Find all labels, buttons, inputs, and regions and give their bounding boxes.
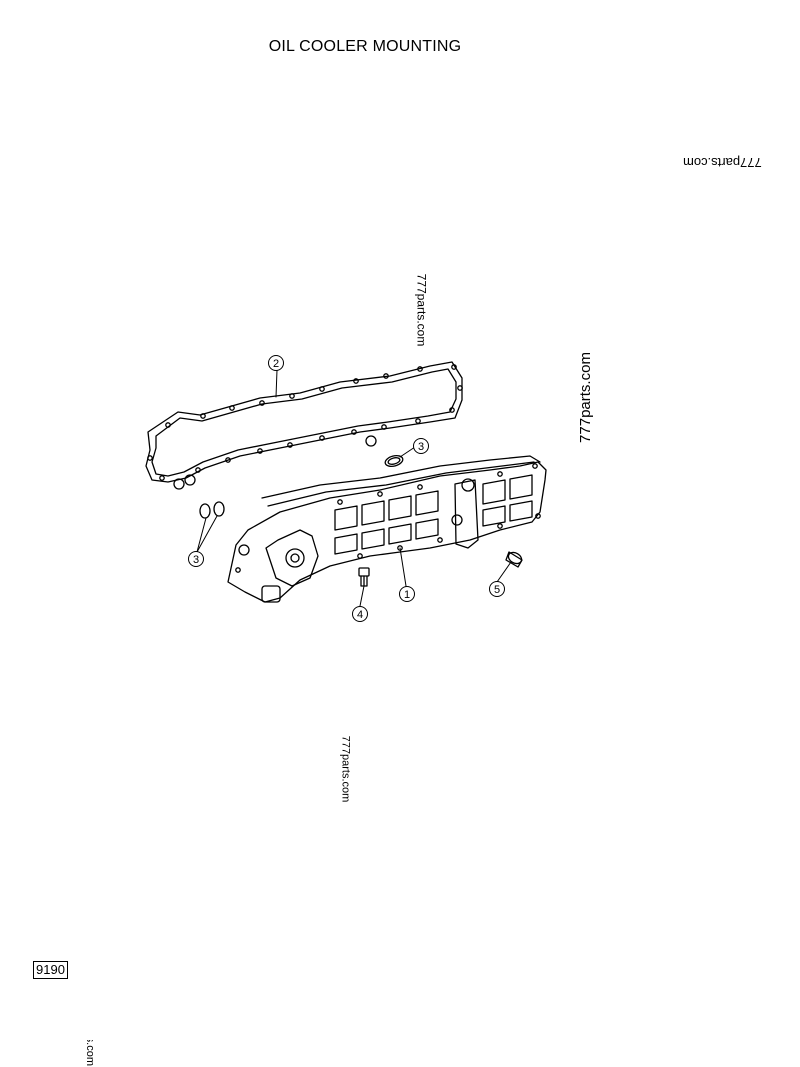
callout-5: 5	[489, 581, 505, 597]
plug-part	[505, 551, 523, 568]
bolt-part	[358, 567, 370, 587]
gasket-part	[145, 361, 463, 490]
callout-2: 2	[268, 355, 284, 371]
svg-text:2: 2	[273, 358, 279, 370]
callout-4: 4	[352, 606, 368, 622]
leader-lines	[196, 369, 512, 607]
svg-text:1: 1	[404, 589, 410, 601]
page-number-box: 9190	[33, 961, 68, 979]
svg-text:3: 3	[418, 441, 424, 453]
page-title: OIL COOLER MOUNTING	[268, 38, 462, 55]
callout-3-lower: 3	[188, 551, 204, 567]
oil-cooler-housing-part	[227, 455, 547, 603]
o-ring-part	[199, 454, 404, 519]
svg-text:5: 5	[494, 584, 500, 596]
callout-3-upper: 3	[413, 438, 429, 454]
svg-text:4: 4	[357, 609, 363, 621]
svg-text:3: 3	[193, 554, 199, 566]
callout-1: 1	[399, 586, 415, 602]
